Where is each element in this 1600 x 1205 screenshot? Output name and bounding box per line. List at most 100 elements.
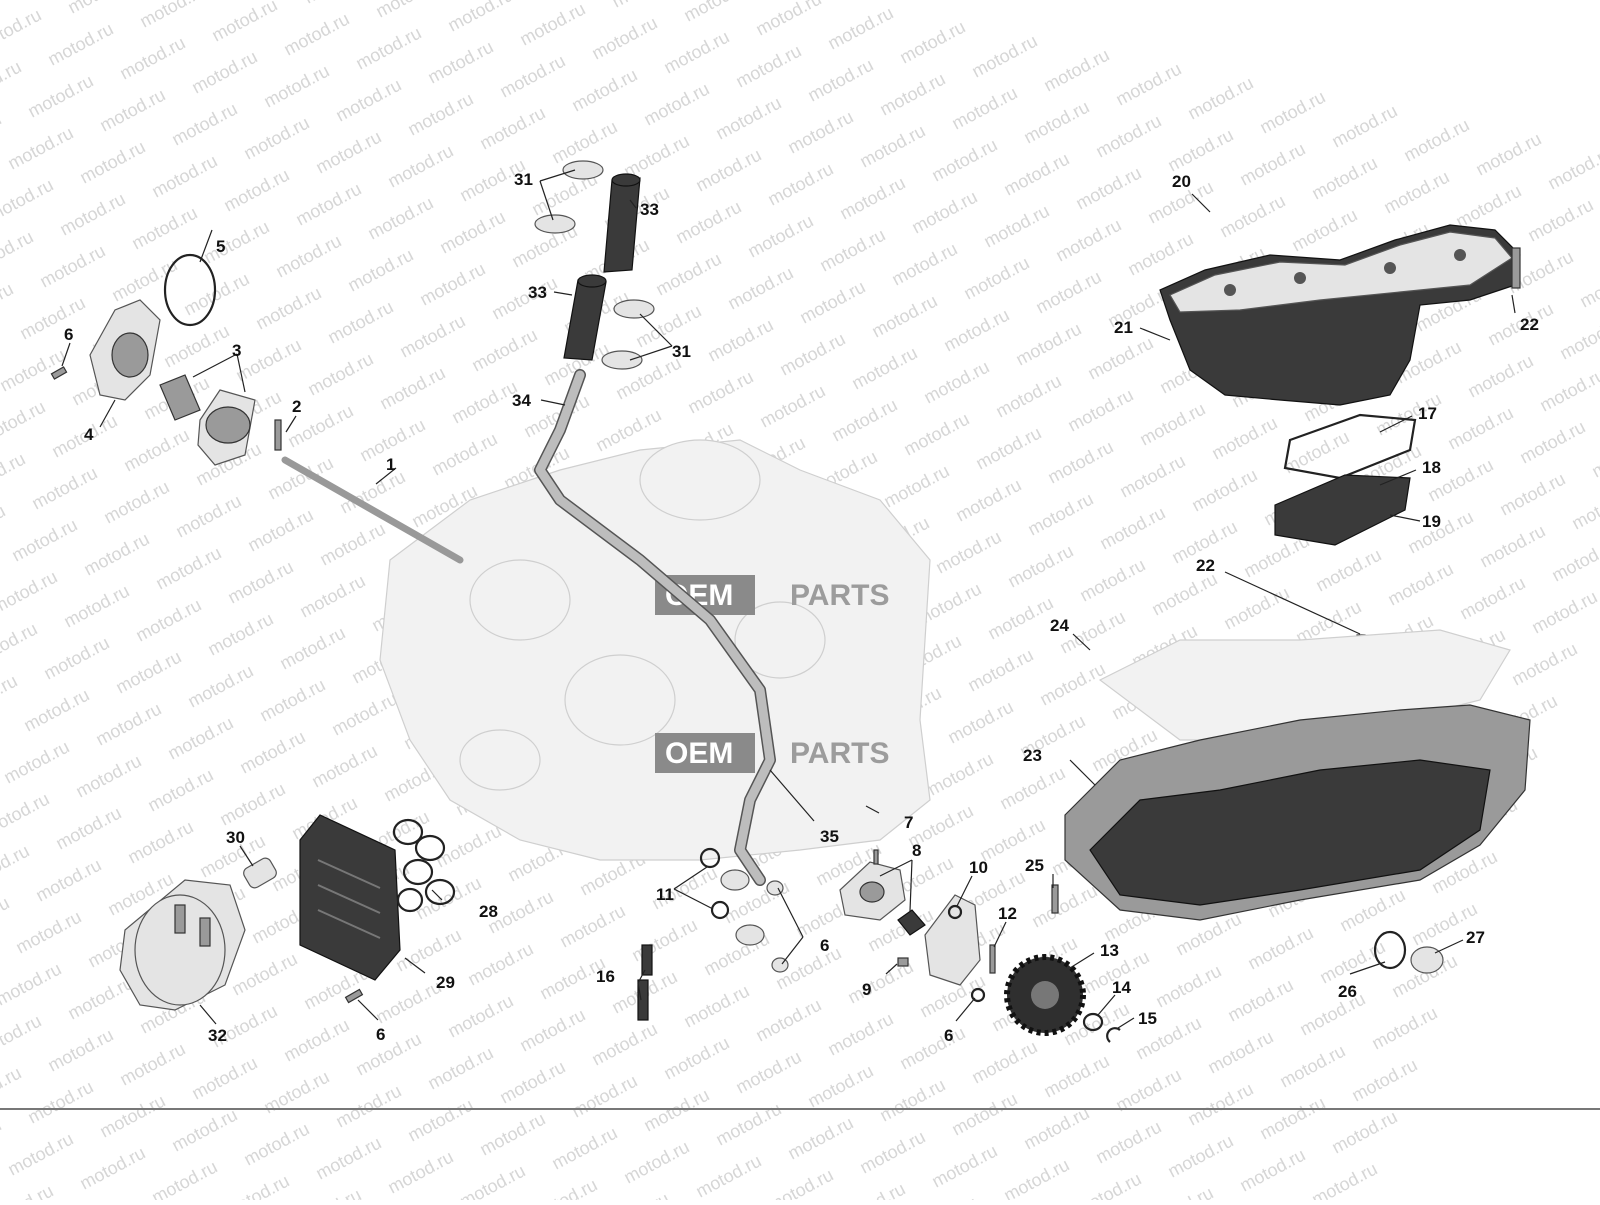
watermark-text: motod.ru: [764, 159, 836, 210]
callout-9: 9: [862, 980, 871, 999]
watermark-text: motod.ru: [44, 19, 116, 70]
watermark-text: motod.ru: [752, 995, 824, 1046]
watermark-text: motod.ru: [60, 581, 132, 632]
watermark-text: motod.ru: [128, 203, 200, 254]
watermark-text: motod.ru: [240, 1119, 312, 1170]
watermark-text: motod.ru: [312, 127, 384, 178]
watermark-text: motod.ru: [0, 1181, 57, 1200]
watermark-text: motod.ru: [1020, 97, 1092, 148]
callout-30: 30: [226, 828, 245, 847]
pin-7: [873, 849, 879, 865]
watermark-text: motod.ru: [628, 915, 700, 966]
watermark-text: motod.ru: [188, 47, 260, 98]
watermark-text: motod.ru: [1556, 313, 1600, 364]
watermark-text: motod.ru: [1032, 267, 1104, 318]
watermark-text: motod.ru: [1204, 1027, 1276, 1078]
watermark-text: motod.ru: [1464, 351, 1536, 402]
callout-31a: 31: [514, 170, 533, 189]
filter-adapter: [243, 857, 277, 889]
watermark-text: motod.ru: [1368, 1003, 1440, 1054]
watermark-text: motod.ru: [1548, 535, 1600, 586]
callout-20: 20: [1172, 172, 1191, 191]
callout-28: 28: [479, 902, 498, 921]
watermark-text: motod.ru: [0, 959, 65, 1010]
watermark-text: motod.ru: [108, 255, 180, 306]
callout-24: 24: [1050, 616, 1069, 635]
watermark-text: motod.ru: [224, 557, 296, 608]
watermark-text: motod.ru: [200, 217, 272, 268]
watermark-text: motod.ru: [1040, 45, 1112, 96]
watermark-text: motod.ru: [556, 901, 628, 952]
watermark-text: motod.ru: [640, 79, 712, 130]
callout-34: 34: [512, 391, 531, 410]
watermark-text: motod.ru: [0, 789, 53, 840]
watermark-text: motod.ru: [384, 1147, 456, 1198]
callout-6d: 6: [376, 1025, 385, 1044]
logo-oem-text-2: OEM: [665, 737, 733, 770]
watermark-text: motod.ru: [424, 1043, 496, 1094]
callout-4: 4: [84, 425, 94, 444]
watermark-text: motod.ru: [0, 397, 49, 448]
watermark-text: motod.ru: [816, 225, 888, 276]
watermark-text: motod.ru: [280, 9, 352, 60]
watermark-text: motod.ru: [876, 69, 948, 120]
o-ring-5: [163, 253, 217, 327]
watermark-text: motod.ru: [732, 1047, 804, 1098]
watermark-text: motod.ru: [116, 33, 188, 84]
watermark-text: motod.ru: [1544, 143, 1600, 194]
watermark-text: motod.ru: [428, 429, 500, 480]
watermark-text: motod.ru: [448, 377, 520, 428]
watermark-text: motod.ru: [0, 619, 41, 670]
watermark-text: motod.ru: [80, 529, 152, 580]
watermark-text: motod.ru: [1096, 503, 1168, 554]
watermark-text: motod.ru: [1072, 1169, 1144, 1200]
watermark-text: motod.ru: [372, 977, 444, 1028]
watermark-text: motod.ru: [1384, 559, 1456, 610]
watermark-text: motod.ru: [444, 0, 516, 36]
upper-housing: [1159, 224, 1521, 406]
watermark-text: motod.ru: [1536, 365, 1600, 416]
watermark-text: motod.ru: [932, 527, 1004, 578]
watermark-text: motod.ru: [172, 491, 244, 542]
watermark-text: motod.ru: [0, 109, 5, 160]
watermark-text: motod.ru: [848, 343, 920, 394]
callout-31b: 31: [672, 342, 691, 361]
watermark-text: motod.ru: [620, 1137, 692, 1188]
watermark-text: motod.ru: [8, 515, 80, 566]
watermark-text: motod.ru: [352, 1029, 424, 1080]
watermark-text: motod.ru: [0, 57, 25, 108]
watermark-text: motod.ru: [220, 1171, 292, 1200]
pin-2: [274, 419, 282, 451]
watermark-text: motod.ru: [352, 23, 424, 74]
watermark-text: motod.ru: [24, 1077, 96, 1128]
watermark-text: motod.ru: [1020, 1103, 1092, 1154]
watermark-text: motod.ru: [1148, 569, 1220, 620]
watermark-text: motod.ru: [72, 751, 144, 802]
callout-25: 25: [1025, 856, 1044, 875]
callout-10: 10: [969, 858, 988, 877]
oil-pump-cover: [89, 299, 161, 401]
watermark-text: motod.ru: [968, 31, 1040, 82]
watermark-text: motod.ru: [256, 675, 328, 726]
callout-16: 16: [596, 967, 615, 986]
watermark-text: motod.ru: [1024, 489, 1096, 540]
watermark-text: motod.ru: [476, 1109, 548, 1160]
watermark-text: motod.ru: [784, 107, 856, 158]
watermark-text: motod.ru: [756, 381, 828, 432]
bottom-divider: [0, 1108, 1600, 1110]
watermark-text: motod.ru: [148, 1157, 220, 1200]
callout-labels: 1 2 3 4 5 6 7 8 9 10 11 6 12 13 14 15 6 …: [64, 170, 1539, 1045]
watermark-text: motod.ru: [52, 803, 124, 854]
callout-8: 8: [912, 841, 921, 860]
watermark-text: motod.ru: [316, 519, 388, 570]
watermark-text: motod.ru: [548, 1123, 620, 1174]
watermark-text: motod.ru: [528, 1175, 600, 1200]
watermark-text: motod.ru: [896, 17, 968, 68]
watermark-text: motod.ru: [0, 175, 57, 226]
logo-parts-text: PARTS: [790, 579, 889, 612]
watermark-text: motod.ru: [928, 1141, 1000, 1192]
watermark-text: motod.ru: [692, 1151, 764, 1200]
watermark-text: motod.ru: [1528, 587, 1600, 638]
watermark-text: motod.ru: [376, 363, 448, 414]
watermark-text: motod.ru: [1380, 167, 1452, 218]
